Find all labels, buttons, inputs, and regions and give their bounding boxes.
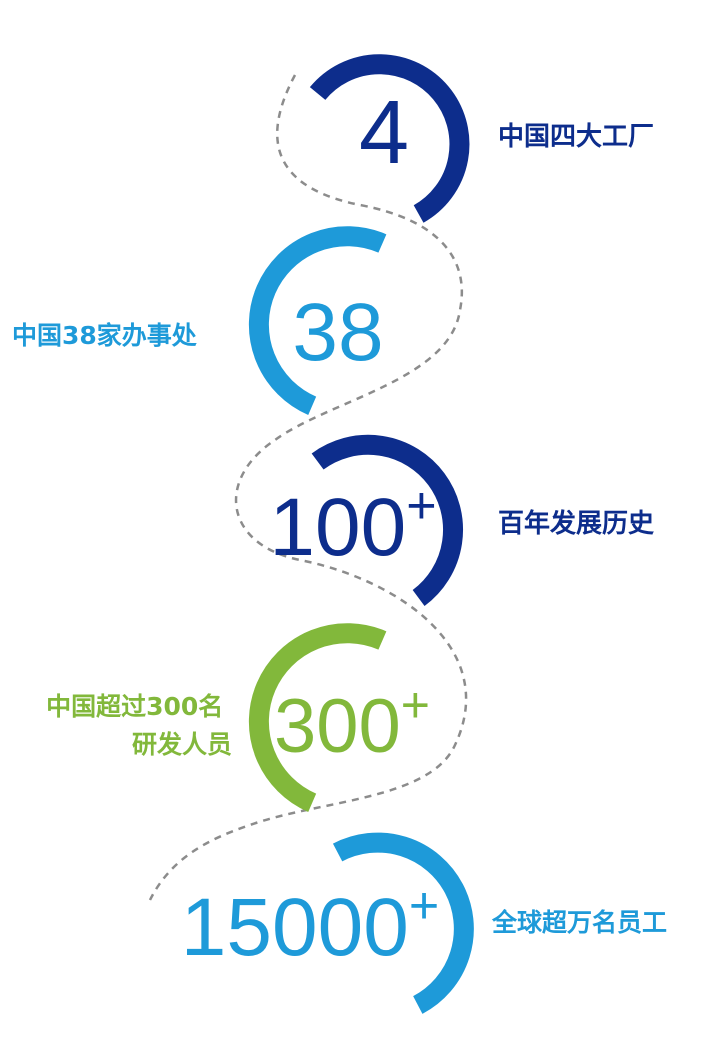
milestone-1-number: 4 (359, 83, 409, 183)
milestone-1: 4 中国四大工厂 (309, 54, 654, 223)
milestone-2-number: 38 (292, 287, 383, 378)
milestone-2-arc (248, 226, 387, 415)
milestone-5-arc (332, 832, 474, 1014)
milestone-1-arc (309, 54, 470, 223)
milestone-3-number: 100+ (269, 477, 436, 573)
milestone-4-arc (248, 623, 387, 812)
dashed-connector-line (148, 74, 468, 901)
milestone-4: 300+ 中国超过300名 研发人员 (46, 623, 430, 812)
milestone-4-label: 中国超过300名 研发人员 (46, 692, 232, 759)
milestone-4-number: 300+ (274, 677, 430, 769)
milestone-3-arc (311, 434, 463, 607)
milestone-5: 15000+ 全球超万名员工 (181, 832, 667, 1014)
milestone-3: 100+ 百年发展历史 (269, 434, 655, 607)
milestone-5-number: 15000+ (181, 877, 439, 973)
milestone-5-label: 全球超万名员工 (491, 908, 667, 937)
milestone-2: 38 中国38家办事处 (12, 226, 387, 415)
milestone-3-label: 百年发展历史 (498, 508, 655, 539)
milestone-2-label: 中国38家办事处 (12, 321, 197, 350)
milestone-1-label: 中国四大工厂 (498, 122, 654, 152)
